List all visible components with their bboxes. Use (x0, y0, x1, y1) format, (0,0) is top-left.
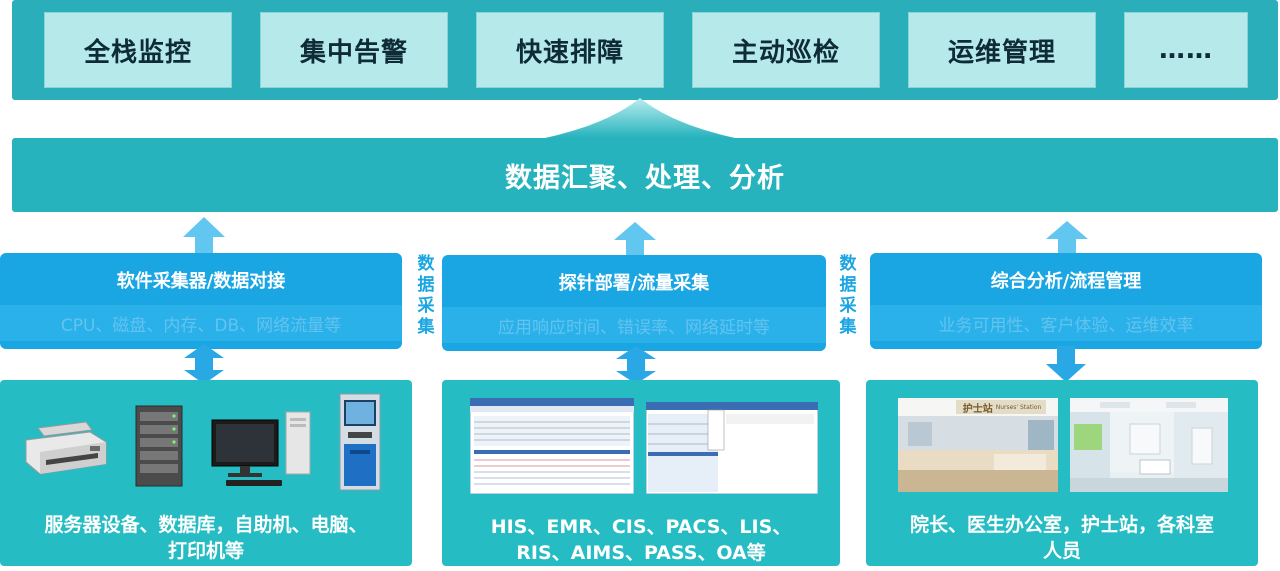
software-window-screenshot-right (645, 401, 819, 495)
data-processing-band: 数据汇聚、处理、分析 (12, 138, 1278, 212)
printer-icon (20, 420, 110, 480)
method-title: 探针部署/流量采集 (558, 273, 710, 294)
capability-centralized-alerting[interactable]: 集中告警 (260, 12, 448, 88)
method-comprehensive-analysis: 综合分析/流程管理 业务可用性、客户体验、运维效率 (870, 253, 1262, 349)
capability-fullstack-monitoring[interactable]: 全栈监控 (44, 12, 232, 88)
data-collection-label-right: 数 据 采 集 (835, 254, 861, 338)
method-software-collector: 软件采集器/数据对接 CPU、磁盘、内存、DB、网络流量等 (0, 253, 402, 349)
source-caption: 人员 (1042, 540, 1081, 562)
label-char: 据 (839, 275, 857, 295)
source-caption: 服务器设备、数据库，自助机、电脑、 (44, 514, 368, 536)
method-metrics: 业务可用性、客户体验、运维效率 (870, 305, 1262, 341)
up-arrow-main-icon (540, 96, 740, 140)
up-arrow-left-icon (181, 215, 227, 255)
source-devices: 服务器设备、数据库，自助机、电脑、 打印机等 (0, 380, 412, 566)
software-window-screenshot-left (469, 397, 635, 495)
up-arrow-right-icon (1044, 219, 1090, 255)
double-arrow-left-icon (180, 344, 228, 384)
source-systems: HIS、EMR、CIS、PACS、LIS、 RIS、AIMS、PASS、OA等 (442, 380, 840, 566)
down-arrow-right-icon (1042, 346, 1090, 382)
label-char: 数 (417, 254, 435, 274)
desktop-computer-icon (210, 410, 314, 490)
method-title: 综合分析/流程管理 (990, 271, 1142, 292)
source-hospital-staff: 护士站 Nurses' Station 院长、医生办公室，护士站，各科室 人员 (866, 380, 1258, 566)
data-collection-label-left: 数 据 采 集 (413, 254, 439, 338)
nurse-station-photo: 护士站 Nurses' Station (898, 398, 1058, 492)
label-char: 据 (417, 275, 435, 295)
kiosk-icon (338, 392, 382, 492)
up-arrow-middle-icon (612, 220, 658, 256)
source-caption: 打印机等 (167, 540, 244, 562)
patient-room-photo (1070, 398, 1228, 492)
method-metrics: CPU、磁盘、内存、DB、网络流量等 (0, 305, 402, 341)
capability-more[interactable]: …… (1124, 12, 1248, 88)
method-title: 软件采集器/数据对接 (116, 271, 286, 292)
capability-active-inspection[interactable]: 主动巡检 (692, 12, 880, 88)
label-char: 集 (417, 317, 435, 337)
source-caption: 院长、医生办公室，护士站，各科室 (909, 514, 1214, 536)
label-char: 采 (839, 296, 857, 316)
label-char: 集 (839, 317, 857, 337)
photo-sign-text: 护士站 (962, 403, 993, 415)
capability-fast-troubleshooting[interactable]: 快速排障 (476, 12, 664, 88)
double-arrow-middle-icon (612, 346, 660, 384)
source-caption: HIS、EMR、CIS、PACS、LIS、 (490, 516, 792, 538)
photo-sign-text-en: Nurses' Station (995, 403, 1042, 411)
method-metrics: 应用响应时间、错误率、网络延时等 (442, 307, 826, 343)
server-rack-icon (134, 404, 184, 488)
label-char: 采 (417, 296, 435, 316)
label-char: 数 (839, 254, 857, 274)
capability-ops-management[interactable]: 运维管理 (908, 12, 1096, 88)
method-probe-traffic: 探针部署/流量采集 应用响应时间、错误率、网络延时等 (442, 255, 826, 351)
source-caption: RIS、AIMS、PASS、OA等 (516, 542, 766, 564)
